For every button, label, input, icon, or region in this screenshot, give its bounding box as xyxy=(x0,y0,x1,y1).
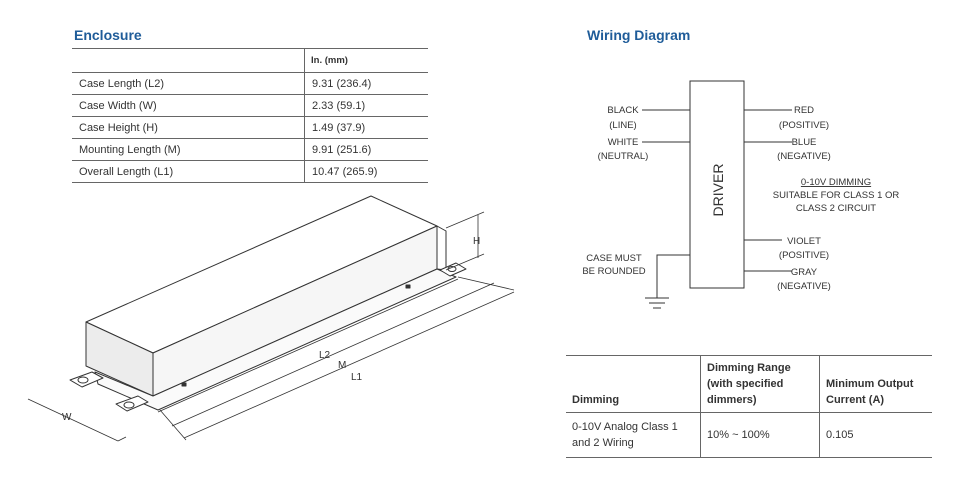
dimension-l2-label: L2 xyxy=(319,350,331,361)
label-case-must: CASE MUST xyxy=(586,253,642,264)
case-flange xyxy=(94,268,457,411)
header-dimming: Dimming xyxy=(566,356,701,413)
dimension-m-label: M xyxy=(338,360,346,371)
table-row: 0-10V Analog Class 1 and 2 Wiring 10% ~ … xyxy=(566,412,932,458)
dimension-label: Mounting Length (M) xyxy=(79,143,181,156)
dimension-l1-label: L1 xyxy=(351,372,363,383)
dimension-h-label: H xyxy=(473,236,480,247)
dimension-value: 9.31 (236.4) xyxy=(304,72,428,95)
label-red-sub: (POSITIVE) xyxy=(779,120,829,131)
cell-dimming-type-line2: and 2 Wiring xyxy=(572,437,634,449)
dimension-value: 2.33 (59.1) xyxy=(304,94,428,117)
label-violet-sub: (POSITIVE) xyxy=(779,250,829,261)
dimension-label: Case Length (L2) xyxy=(79,77,164,90)
label-white: WHITE xyxy=(608,137,639,148)
label-black: BLACK xyxy=(607,105,639,116)
table-row: Case Length (L2) 9.31 (236.4) xyxy=(72,72,428,95)
label-dimming-line1: SUITABLE FOR CLASS 1 OR xyxy=(773,190,900,201)
cell-dimming-type: 0-10V Analog Class 1 and 2 Wiring xyxy=(566,413,701,458)
header-min-output-line1: Minimum Output xyxy=(826,378,914,390)
label-violet: VIOLET xyxy=(787,236,821,247)
label-black-sub: (LINE) xyxy=(609,120,636,131)
dimming-table-header: Dimming Dimming Range (with specified di… xyxy=(566,355,932,413)
label-red: RED xyxy=(794,105,814,116)
label-be-rounded: BE ROUNDED xyxy=(582,266,645,277)
header-dimming-range: Dimming Range (with specified dimmers) xyxy=(700,355,820,413)
enclosure-unit-header: In. (mm) xyxy=(304,48,428,73)
wiring-diagram: DRIVER BLACK (LINE) WHITE (NEUTRAL) CASE… xyxy=(582,80,900,309)
wiring-diagram-title: Wiring Diagram xyxy=(587,27,691,43)
dimension-label: Case Height (H) xyxy=(79,121,158,134)
enclosure-table-header: In. (mm) xyxy=(72,48,428,73)
label-white-sub: (NEUTRAL) xyxy=(598,151,649,162)
label-blue: BLUE xyxy=(792,137,817,148)
dimension-value: 1.49 (37.9) xyxy=(304,116,428,139)
table-row: Overall Length (L1) 10.47 (265.9) xyxy=(72,160,428,183)
enclosure-drawing: H L2 M L1 W xyxy=(27,195,515,442)
driver-label: DRIVER xyxy=(710,164,726,217)
table-row: Case Height (H) 1.49 (37.9) xyxy=(72,116,428,139)
header-min-output-line2: Current (A) xyxy=(826,394,885,406)
dimming-table: Dimming Dimming Range (with specified di… xyxy=(566,355,932,458)
dimension-label: Case Width (W) xyxy=(79,99,157,112)
header-dimming-text: Dimming xyxy=(572,394,620,406)
dimension-w-label: W xyxy=(62,412,72,423)
header-min-output: Minimum Output Current (A) xyxy=(819,355,932,413)
label-dimming-line2: CLASS 2 CIRCUIT xyxy=(796,203,876,214)
cell-dimming-range: 10% ~ 100% xyxy=(700,412,820,458)
label-gray: GRAY xyxy=(791,267,818,278)
label-blue-sub: (NEGATIVE) xyxy=(777,151,831,162)
label-dimming-title: 0-10V DIMMING xyxy=(801,177,871,188)
mounting-tab-left xyxy=(69,371,104,388)
header-dimming-range-line1: Dimming Range xyxy=(707,362,791,374)
enclosure-title: Enclosure xyxy=(74,27,142,43)
mounting-tab-right xyxy=(115,395,149,412)
driver-box xyxy=(689,80,745,289)
label-gray-sub: (NEGATIVE) xyxy=(777,281,831,292)
cell-min-output: 0.105 xyxy=(819,412,932,458)
ground-wire xyxy=(656,254,690,298)
cell-dimming-type-line1: 0-10V Analog Class 1 xyxy=(572,421,678,433)
table-row: Case Width (W) 2.33 (59.1) xyxy=(72,94,428,117)
dimension-label: Overall Length (L1) xyxy=(79,165,174,178)
header-dimming-range-line2: (with specified xyxy=(707,378,784,390)
header-dimming-range-line3: dimmers) xyxy=(707,394,757,406)
dimension-value: 10.47 (265.9) xyxy=(304,160,428,183)
enclosure-table: In. (mm) Case Length (L2) 9.31 (236.4) C… xyxy=(72,48,428,183)
dimension-value: 9.91 (251.6) xyxy=(304,138,428,161)
table-row: Mounting Length (M) 9.91 (251.6) xyxy=(72,138,428,161)
